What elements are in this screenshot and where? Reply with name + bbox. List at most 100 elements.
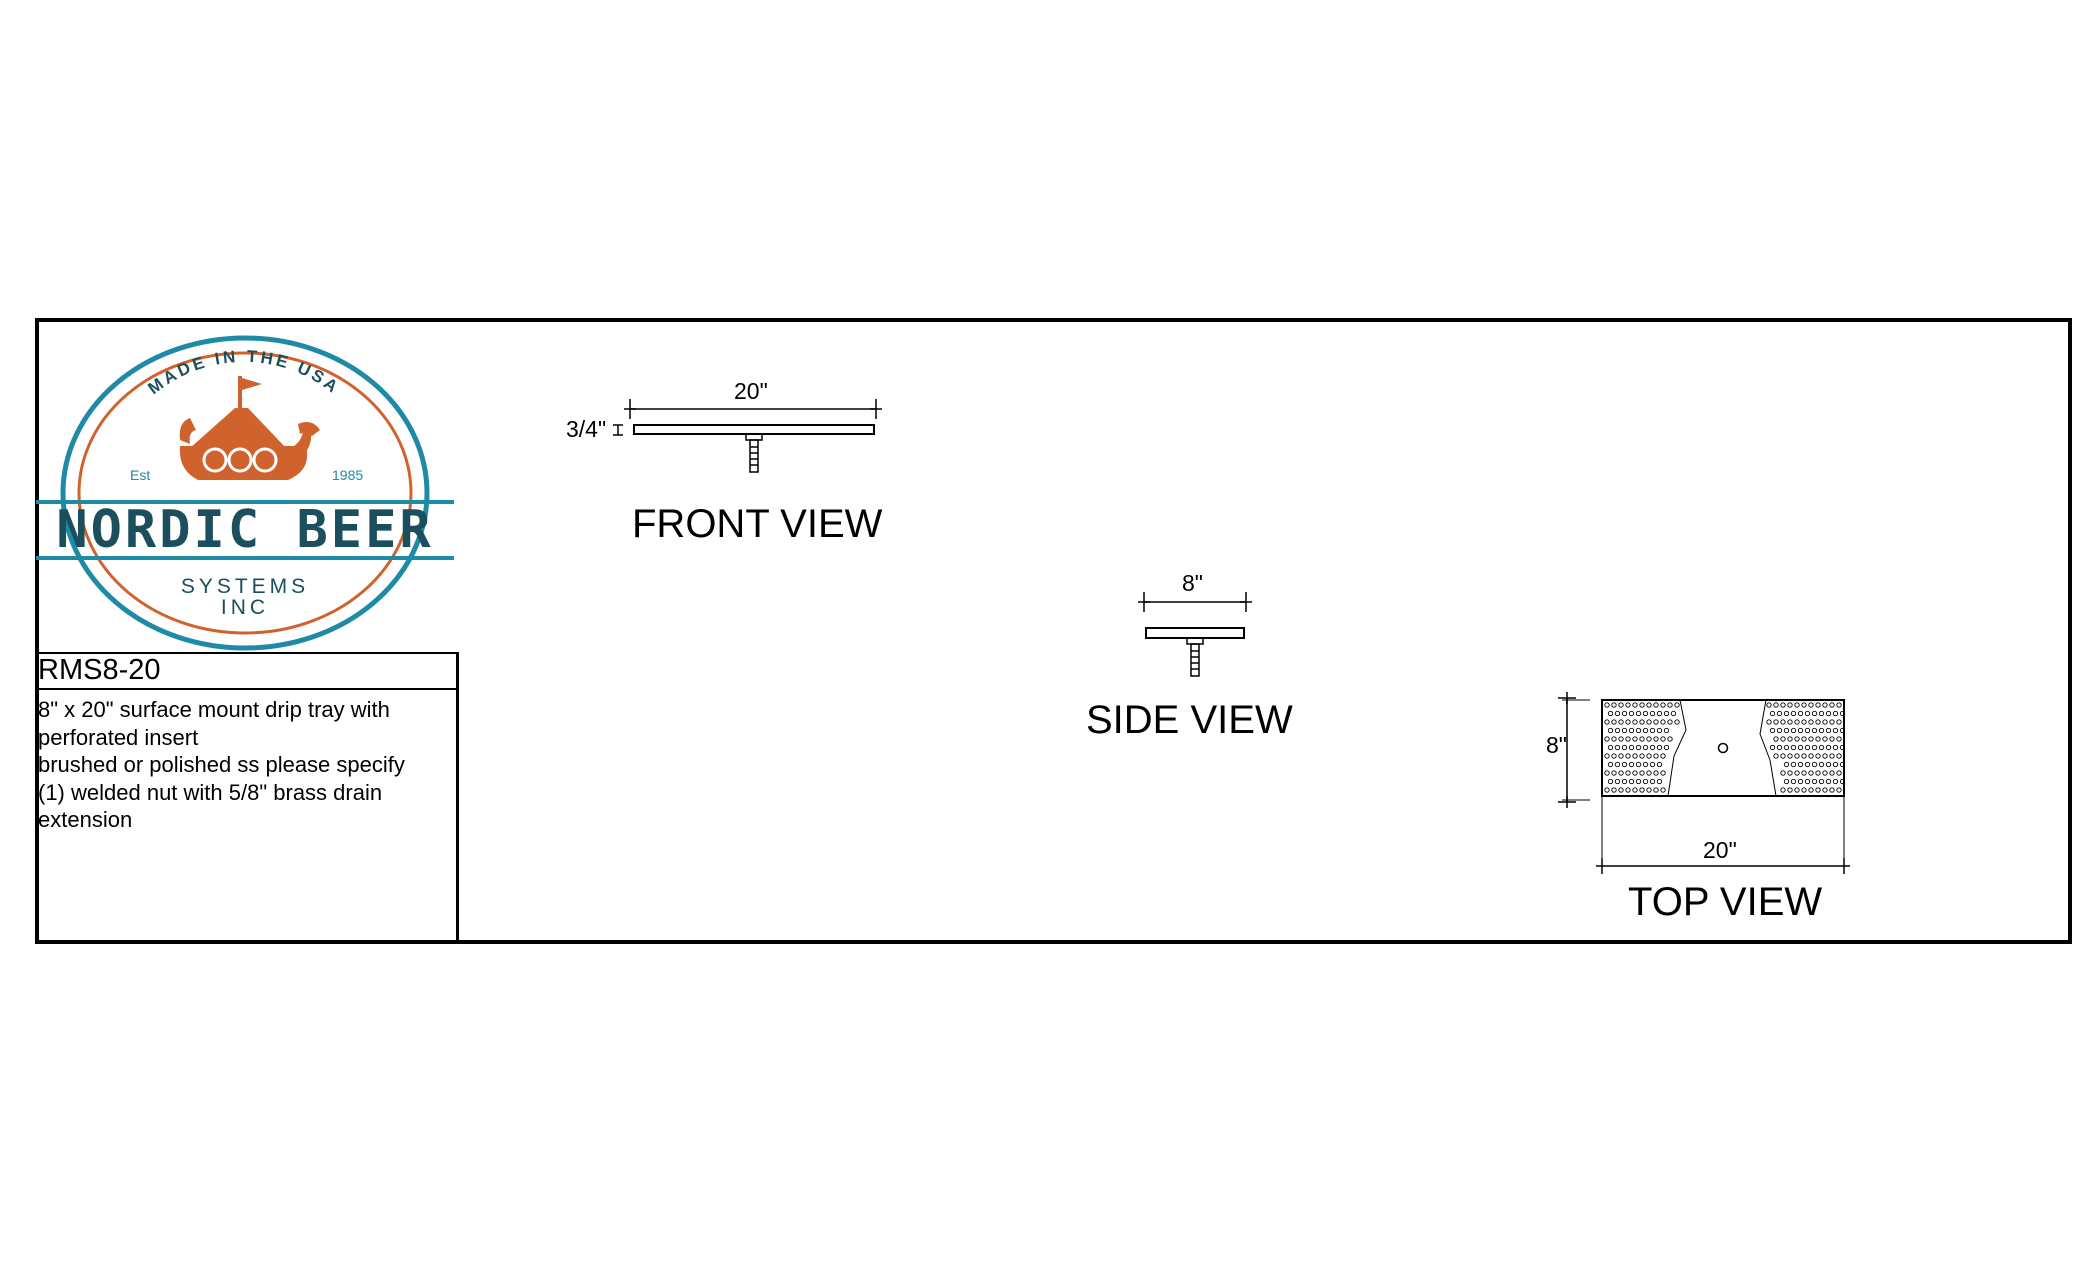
- perforation-hole: [1766, 702, 1772, 708]
- perforation-hole: [1801, 770, 1807, 776]
- perforation-hole: [1818, 761, 1825, 768]
- perforation-hole: [1794, 753, 1800, 759]
- perforation-hole: [1642, 710, 1649, 717]
- perforation-hole: [1625, 770, 1631, 776]
- perforation-hole: [1674, 702, 1680, 708]
- perforation-hole: [1815, 719, 1821, 725]
- description-line: extension: [38, 807, 133, 832]
- perforation-hole: [1660, 702, 1666, 708]
- perforation-hole: [1646, 753, 1652, 759]
- top-width-dim: 20": [1703, 837, 1737, 863]
- perforation-hole: [1611, 719, 1617, 725]
- perforation-hole: [1660, 753, 1666, 759]
- perforation-hole: [1836, 719, 1842, 725]
- perforation-hole: [1642, 727, 1649, 734]
- perforation-hole: [1836, 753, 1842, 759]
- perforation-hole: [1776, 744, 1783, 751]
- perforation-hole: [1801, 753, 1807, 759]
- perforation-hole: [1794, 736, 1800, 742]
- perforation-hole: [1663, 744, 1670, 751]
- perforation-hole: [1801, 719, 1807, 725]
- perforation-hole: [1642, 778, 1649, 785]
- perforation-hole: [1801, 736, 1807, 742]
- perforation-hole: [1825, 727, 1832, 734]
- perforation-hole: [1639, 719, 1645, 725]
- side-width-dim: 8": [1182, 570, 1203, 596]
- perforation-hole: [1829, 787, 1835, 793]
- perforation-hole: [1625, 753, 1631, 759]
- perforation-hole: [1773, 702, 1779, 708]
- description: 8" x 20" surface mount drip tray with pe…: [38, 696, 456, 834]
- perforation-hole: [1836, 736, 1842, 742]
- perforation-hole: [1797, 761, 1804, 768]
- perforation-hole: [1790, 727, 1797, 734]
- perforation-hole: [1766, 719, 1772, 725]
- perforation-hole: [1632, 753, 1638, 759]
- perforation-hole: [1780, 736, 1786, 742]
- perforation-hole: [1670, 710, 1677, 717]
- top-height-dim: 8": [1546, 732, 1567, 758]
- perforation-hole: [1621, 710, 1628, 717]
- perforation-hole: [1646, 736, 1652, 742]
- perforation-hole: [1839, 710, 1846, 717]
- perforation-hole: [1822, 736, 1828, 742]
- perforation-hole: [1818, 710, 1825, 717]
- perforation-hole: [1653, 770, 1659, 776]
- perforation-hole: [1618, 787, 1624, 793]
- perforation-hole: [1649, 744, 1656, 751]
- front-width-dim: 20": [734, 378, 768, 404]
- perforation-hole: [1660, 770, 1666, 776]
- perforation-hole: [1822, 702, 1828, 708]
- perforation-hole: [1614, 727, 1621, 734]
- perforation-hole: [1780, 753, 1786, 759]
- perforation-hole: [1790, 710, 1797, 717]
- part-number: RMS8-20: [36, 652, 456, 690]
- perforation-hole: [1808, 736, 1814, 742]
- logo-sub2: INC: [221, 596, 269, 619]
- perforation-hole: [1604, 787, 1610, 793]
- perforation-hole: [1801, 702, 1807, 708]
- viking-ship-icon: [179, 376, 320, 480]
- perforation-hole: [1656, 761, 1663, 768]
- logo-est-label: Est: [130, 467, 150, 483]
- perforation-hole: [1818, 727, 1825, 734]
- perforation-hole: [1780, 770, 1786, 776]
- perforation-hole: [1790, 761, 1797, 768]
- perforation-hole: [1660, 787, 1666, 793]
- description-line: perforated insert: [38, 724, 199, 750]
- perforation-hole: [1618, 736, 1624, 742]
- perforation-hole: [1832, 727, 1839, 734]
- perforation-hole: [1653, 702, 1659, 708]
- description-line: brushed or polished ss please specify: [38, 752, 405, 777]
- perforation-hole: [1783, 710, 1790, 717]
- perforation-hole: [1663, 710, 1670, 717]
- perforation-hole: [1780, 702, 1786, 708]
- perforation-hole: [1783, 761, 1790, 768]
- perforation-hole: [1822, 787, 1828, 793]
- nordic-beer-logo: MADE IN THE USA Est 1985 NORDIC BEER SYS…: [36, 335, 454, 651]
- description-line: (1) welded nut with 5/8" brass drain: [38, 779, 383, 805]
- perforation-hole: [1769, 710, 1776, 717]
- perforation-hole: [1611, 702, 1617, 708]
- perforation-hole: [1811, 710, 1818, 717]
- perforation-hole: [1653, 753, 1659, 759]
- perforation-hole: [1822, 719, 1828, 725]
- perforation-hole: [1604, 736, 1610, 742]
- perforation-hole: [1649, 778, 1656, 785]
- perforation-hole: [1660, 719, 1666, 725]
- title-block-panel: [35, 652, 459, 944]
- perforation-hole: [1839, 727, 1846, 734]
- drawing-frame: [35, 318, 2072, 944]
- perforation-hole: [1646, 787, 1652, 793]
- perforation-hole: [1829, 702, 1835, 708]
- perforation-hole: [1642, 744, 1649, 751]
- perforation-hole: [1604, 753, 1610, 759]
- perforation-hole: [1625, 719, 1631, 725]
- perforation-hole: [1656, 744, 1663, 751]
- perforation-hole: [1621, 761, 1628, 768]
- perforation-hole: [1621, 744, 1628, 751]
- perforation-hole: [1674, 719, 1680, 725]
- perforation-hole: [1611, 787, 1617, 793]
- perforation-hole: [1811, 744, 1818, 751]
- front-view-drawing: [613, 399, 882, 473]
